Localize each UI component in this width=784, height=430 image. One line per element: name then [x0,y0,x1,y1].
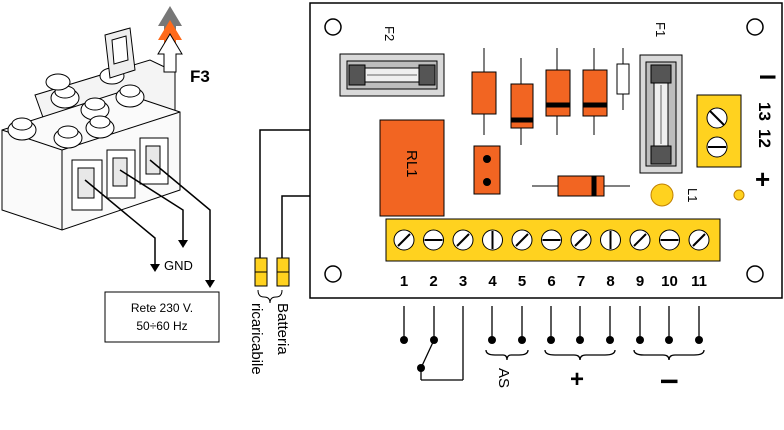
f1-label: F1 [653,22,668,37]
terminal-screws [393,229,710,251]
bottom-wiring [403,306,705,381]
terminal-number-10: 10 [661,273,678,290]
terminal-number-5: 5 [518,273,526,290]
terminal-screw-slot-9 [633,233,647,247]
terminal-number-6: 6 [547,273,555,290]
terminal-screw-slot-1 [397,233,411,247]
terminal-number-3: 3 [459,273,467,290]
terminal-screw-slot-11 [692,233,706,247]
as-label: AS [495,368,512,388]
f2-label: F2 [382,26,397,41]
bottom-dots [400,336,703,372]
f3-label: F3 [190,67,210,86]
diodes [471,48,630,197]
terminal-screw-slot-5 [515,233,529,247]
terminal-number-4: 4 [488,273,497,290]
t12-label: 12 [755,129,774,148]
battery-brace [257,289,283,304]
gnd-label: GND [164,258,193,273]
terminal-number-2: 2 [429,273,437,290]
mains-arrowheads [150,240,215,288]
terminal-number-11: 11 [691,273,707,290]
group-minus-label: I [655,378,682,385]
relay-rl1 [379,119,445,217]
terminal-screw-slot-7 [574,233,588,247]
t13-label: 13 [755,102,774,121]
rete-line1: Rete 230 V. [131,301,193,315]
t12-sign: + [755,164,770,194]
fuse-f1 [639,54,683,174]
mains-wires [84,159,211,280]
mounting-holes [324,18,764,283]
mains-terminal-block [1,27,181,231]
rete-line2: 50÷60 Hz [136,319,187,333]
fuse-f2 [339,53,445,97]
terminal-number-1: 1 [400,273,408,290]
rl1-label: RL1 [403,150,420,178]
f3-arrows-icon [157,6,183,73]
l1-label: L1 [685,188,700,202]
terminal-number-8: 8 [606,273,614,290]
terminal-number-9: 9 [636,273,644,290]
terminal-13-12 [696,94,742,168]
led-dot [733,189,745,201]
terminal-screw-slot-3 [456,233,470,247]
t13-sign: I [755,74,780,80]
jumper [473,145,501,195]
batteria-label: Batteria [274,303,291,355]
ricaricabile-label: ricaricabile [248,303,265,375]
led-l1 [650,183,674,207]
group-plus-label: + [570,366,584,393]
battery-connectors [254,257,290,287]
mains-box [104,291,220,343]
terminal-number-7: 7 [577,273,585,290]
terminal-numbers: 1 2 3 4 5 6 7 8 9 10 11 [400,273,707,290]
